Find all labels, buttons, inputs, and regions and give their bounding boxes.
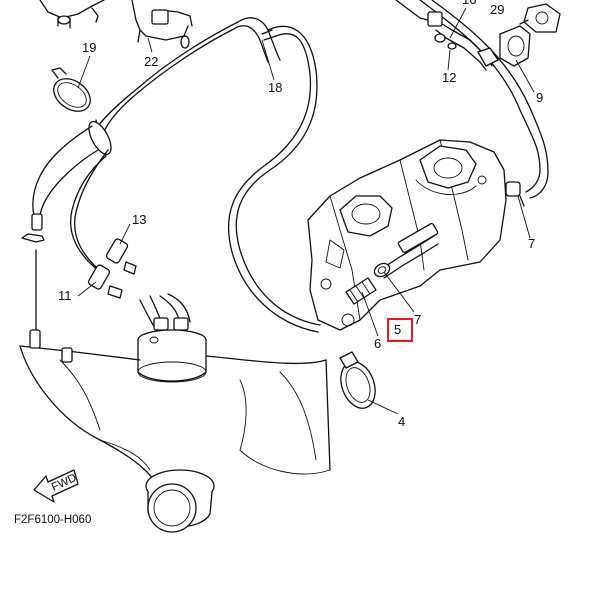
hose-fittings-11-13: [21, 213, 137, 331]
highlight-box-part-5: [387, 318, 413, 342]
breather-hose-18: [32, 17, 321, 333]
callout-18: 18: [268, 80, 282, 95]
carburetor-body: [307, 139, 507, 331]
fuel-filter-assembly: [137, 293, 207, 383]
right-vent-hose: [419, 0, 549, 207]
callout-19: 19: [82, 40, 96, 55]
carb-fittings-6-7: [345, 262, 391, 305]
upper-left-clips: [39, 0, 193, 49]
hose-clamp-19: [51, 67, 91, 112]
drawing-code: F2F6100-H060: [14, 514, 91, 526]
fwd-arrow-icon: FWD: [33, 469, 79, 503]
callout-16: 16: [462, 0, 476, 7]
callout-9: 9: [536, 90, 543, 105]
callout-7-carb: 7: [414, 312, 421, 327]
callout-11: 11: [58, 288, 72, 303]
upper-right-fittings: [395, 0, 561, 71]
leader-lines: [77, 7, 535, 415]
callout-29: 29: [490, 2, 504, 17]
callout-5: 5: [394, 322, 401, 337]
fuel-tank: [19, 329, 331, 533]
hose-clamp-4: [339, 351, 376, 409]
callout-labels: 19 22 18 16 29 12 9 13 11 7 7 5 6 4: [58, 0, 543, 429]
callout-12: 12: [442, 70, 456, 85]
callout-13: 13: [132, 212, 146, 227]
callout-4: 4: [398, 414, 405, 429]
callout-22: 22: [144, 54, 158, 69]
callout-6: 6: [374, 336, 381, 351]
callout-7-right: 7: [528, 236, 535, 251]
